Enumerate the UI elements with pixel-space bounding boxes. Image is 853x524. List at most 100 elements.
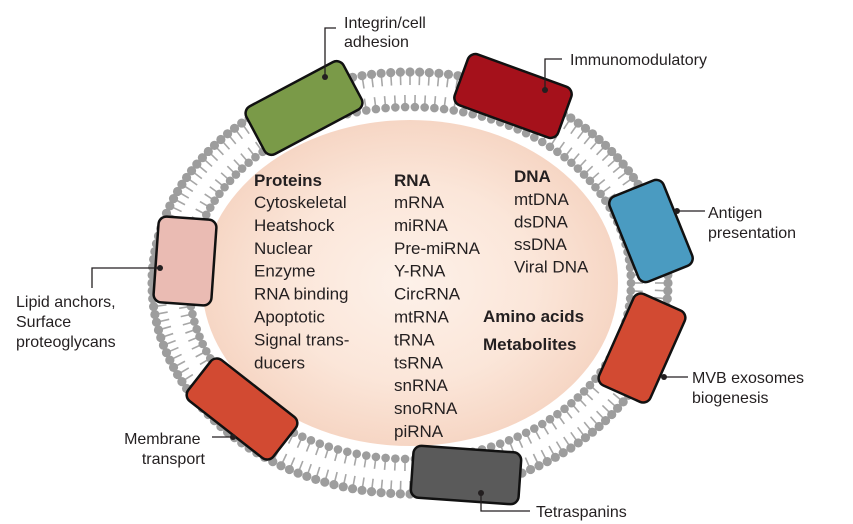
lipid-head xyxy=(534,461,544,471)
leader-integrin xyxy=(324,27,336,77)
lipid-head xyxy=(153,325,164,335)
lipid-head xyxy=(545,142,555,152)
lipid-head xyxy=(361,451,371,460)
lipid-head xyxy=(371,452,381,462)
lipid-head xyxy=(567,398,576,408)
lipid-head xyxy=(197,153,208,163)
rna-item: miRNA xyxy=(394,216,448,235)
proteins-item: Signal trans- xyxy=(254,330,349,349)
lipid-head xyxy=(530,424,539,433)
label-membrane-line-1: Membrane xyxy=(124,431,201,448)
label-integrin-line-1: Integrin/cell xyxy=(344,15,426,32)
proteins-item: Nuclear xyxy=(254,239,313,258)
lipid-head xyxy=(400,454,410,464)
lipid-head xyxy=(220,182,229,192)
label-tetraspanins-line-1: Tetraspanins xyxy=(536,504,627,521)
lipid-head xyxy=(150,309,160,320)
lipid-head xyxy=(165,355,175,365)
lipid-head xyxy=(188,309,197,319)
proteins-item: Apoptotic xyxy=(254,308,325,327)
dna-item: dsDNA xyxy=(514,213,569,232)
lipid-head xyxy=(376,68,386,78)
lipid-head xyxy=(381,103,390,113)
rna-item: CircRNA xyxy=(394,285,461,304)
dna-item: mtDNA xyxy=(514,190,569,209)
lipid-head xyxy=(338,482,348,492)
tetraspanins-protein xyxy=(409,444,523,506)
lipid-head xyxy=(186,166,197,176)
lipid-head xyxy=(573,164,583,173)
callout-leaders xyxy=(91,27,705,512)
lipid-head xyxy=(192,324,202,334)
lipid-head xyxy=(591,182,600,192)
lipid-head xyxy=(306,436,316,445)
lipid-head xyxy=(612,403,623,413)
rna-heading: RNA xyxy=(394,171,431,190)
membrane-transport-protein xyxy=(185,357,299,461)
lipid-head xyxy=(311,474,321,485)
leader-dot-membrane xyxy=(230,434,236,440)
lipid-head xyxy=(172,369,183,380)
lipid-head xyxy=(626,286,636,296)
label-mvb: MVB exosomes biogenesis xyxy=(692,370,809,407)
lipid-head xyxy=(391,454,400,463)
lipid-head xyxy=(276,461,286,471)
lipid-head xyxy=(181,172,192,183)
lipid-head xyxy=(329,480,339,490)
lipid-head xyxy=(542,457,552,467)
lipid-head xyxy=(210,196,219,205)
lipid-head xyxy=(381,453,390,463)
label-mvb-line-2: biogenesis xyxy=(692,390,769,407)
lipid-head xyxy=(495,439,505,448)
metabolites-label: Metabolites xyxy=(483,335,577,354)
leader-dot-lipid xyxy=(157,265,163,271)
lipid-head xyxy=(376,488,386,498)
lipid-head xyxy=(600,140,611,150)
lipid-head xyxy=(395,67,405,77)
lipid-head xyxy=(410,102,420,112)
lipid-head xyxy=(222,129,233,139)
lipid-anchor-protein xyxy=(152,215,218,307)
label-integrin: Integrin/cell adhesion xyxy=(344,15,430,51)
proteins-item: RNA binding xyxy=(254,285,349,304)
membrane-proteins xyxy=(152,52,694,506)
amino-acids-label: Amino acids xyxy=(483,307,584,326)
lipid-head xyxy=(386,488,396,499)
lipid-head xyxy=(580,433,591,443)
lipid-head xyxy=(165,201,175,211)
lipid-head xyxy=(434,68,444,78)
lipid-head xyxy=(618,159,628,169)
lipid-head xyxy=(190,317,199,326)
lipid-head xyxy=(400,102,410,112)
lipid-head xyxy=(530,133,539,142)
lipid-head xyxy=(553,409,562,419)
lipid-head xyxy=(623,166,634,176)
lipid-head xyxy=(366,487,377,497)
leader-dot-antigen xyxy=(674,208,680,214)
lipid-head xyxy=(352,449,362,459)
lipid-head xyxy=(550,452,560,462)
lipid-head xyxy=(237,164,247,173)
lipid-head xyxy=(195,332,204,341)
lipid-head xyxy=(558,448,568,458)
lipid-head xyxy=(420,103,429,112)
leader-tetraspanins xyxy=(480,493,530,512)
label-antigen: Antigen presentation xyxy=(708,205,796,242)
lipid-head xyxy=(215,189,224,199)
lipid-head xyxy=(198,339,208,349)
lipid-head xyxy=(395,489,405,499)
lipid-head xyxy=(585,380,595,390)
lipid-head xyxy=(424,67,434,78)
leader-lipid xyxy=(91,267,160,288)
leader-immunomodulatory xyxy=(544,58,562,90)
lipid-head xyxy=(205,203,215,212)
label-membrane-line-2: transport xyxy=(142,451,206,468)
mvb-protein xyxy=(597,292,687,404)
lipid-head xyxy=(149,302,159,312)
lipid-head xyxy=(177,376,187,387)
